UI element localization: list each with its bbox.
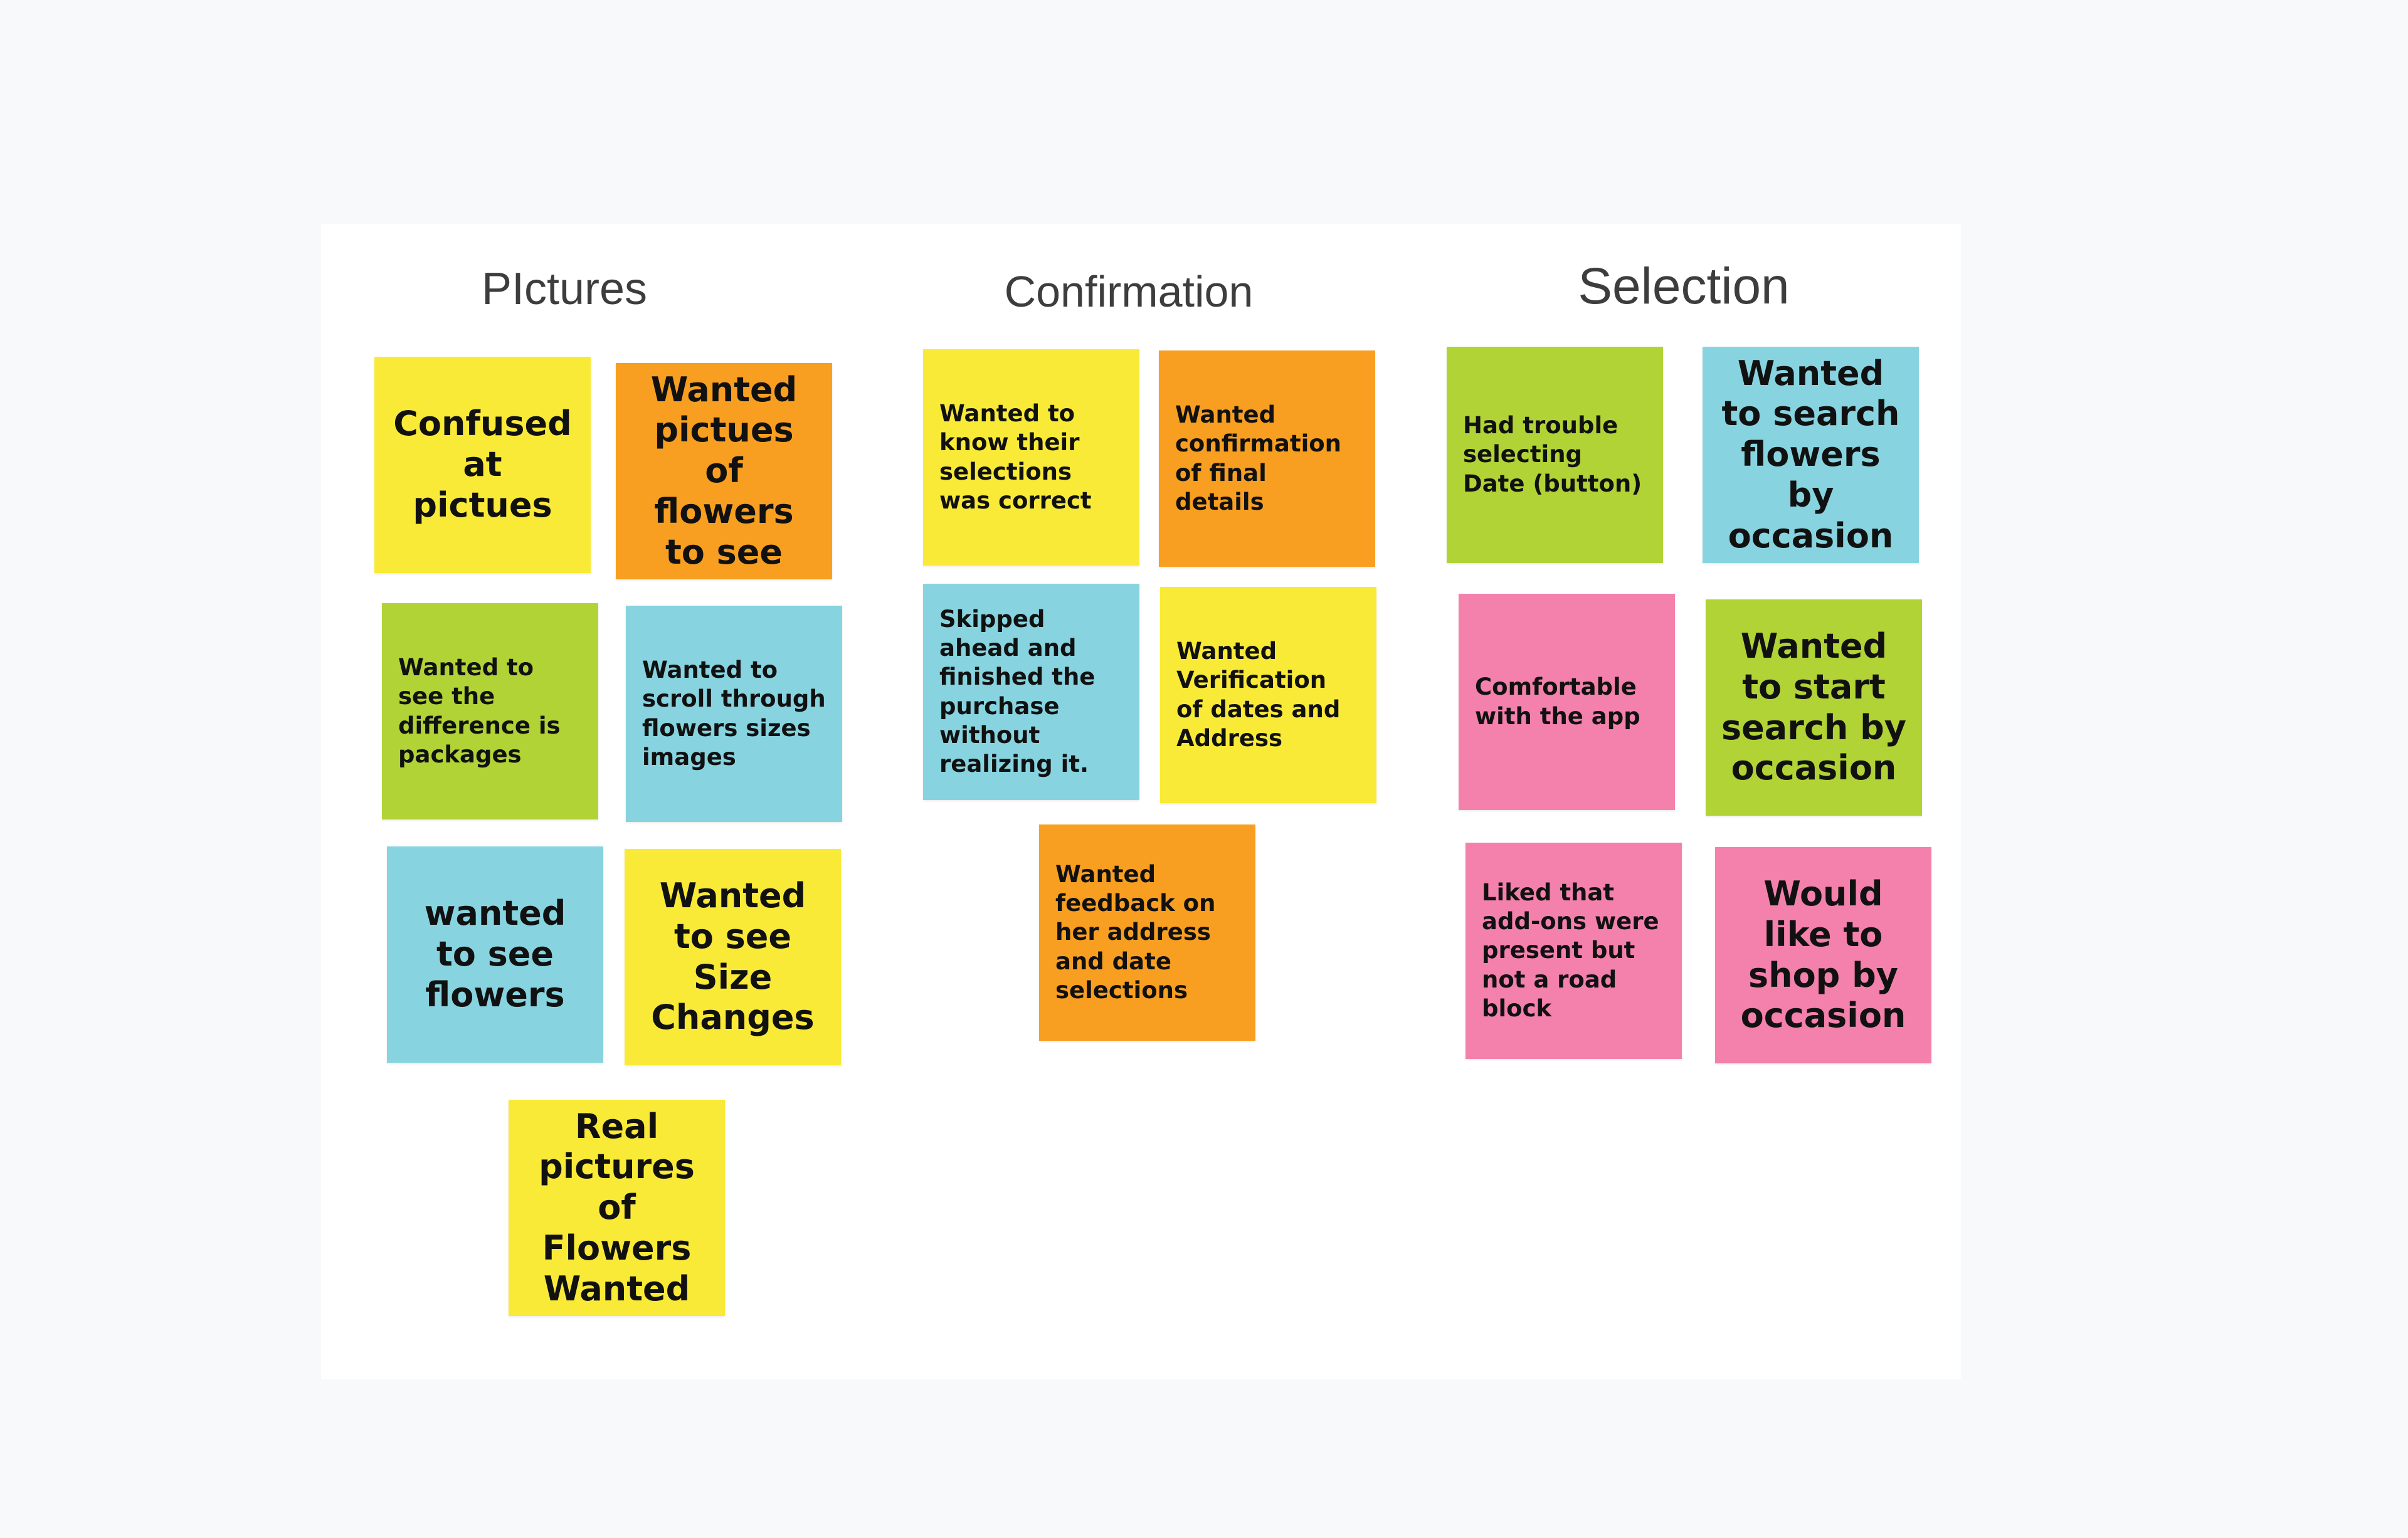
column-heading-pictures: PIctures [481, 264, 648, 314]
sticky-note[interactable]: Skipped ahead and finished the purchase … [923, 584, 1139, 800]
sticky-note-text: Wanted to know their selections was corr… [939, 400, 1092, 514]
sticky-note-text: Would like to shop by occasion [1740, 873, 1906, 1036]
sticky-note-text: Liked that add-ons were present but not … [1482, 878, 1659, 1022]
sticky-note-text: Wanted feedback on her address and date … [1055, 860, 1216, 1004]
sticky-note[interactable]: Wanted Verification of dates and Address [1160, 587, 1376, 803]
column-heading-selection: Selection [1578, 258, 1790, 315]
sticky-note-text: Wanted pictues of flowers to see [650, 369, 798, 572]
sticky-note[interactable]: Wanted feedback on her address and date … [1039, 824, 1255, 1041]
sticky-note[interactable]: Wanted to see Size Changes [625, 849, 841, 1065]
sticky-note-text: Had trouble selecting Date (button) [1463, 412, 1642, 497]
sticky-note[interactable]: Wanted confirmation of final details [1159, 350, 1375, 567]
sticky-note[interactable]: Confused at pictues [374, 357, 591, 573]
sticky-note[interactable]: wanted to see flowers [387, 846, 603, 1063]
sticky-note-text: Skipped ahead and finished the purchase … [939, 605, 1096, 777]
sticky-note[interactable]: Had trouble selecting Date (button) [1447, 347, 1663, 563]
sticky-note-text: Comfortable with the app [1475, 673, 1640, 730]
sticky-note[interactable]: Wanted to start search by occasion [1706, 599, 1922, 816]
sticky-note[interactable]: Wanted to search flowers by occasion [1703, 347, 1919, 563]
sticky-note[interactable]: Would like to shop by occasion [1715, 847, 1931, 1063]
sticky-note[interactable]: Wanted to see the difference is packages [382, 603, 598, 819]
sticky-note-text: Wanted confirmation of final details [1175, 401, 1342, 515]
sticky-note-text: wanted to see flowers [424, 893, 566, 1014]
sticky-note-text: Wanted to see the difference is packages [398, 654, 561, 768]
sticky-note[interactable]: Liked that add-ons were present but not … [1465, 843, 1682, 1059]
sticky-note[interactable]: Wanted pictues of flowers to see [616, 363, 832, 579]
sticky-note-text: Wanted to start search by occasion [1721, 626, 1906, 788]
sticky-note-text: Wanted to see Size Changes [651, 875, 815, 1038]
sticky-note-text: Real pictures of Flowers Wanted [539, 1106, 695, 1309]
sticky-note[interactable]: Wanted to know their selections was corr… [923, 349, 1139, 566]
sticky-note-text: Wanted to scroll through flowers sizes i… [642, 656, 826, 771]
sticky-note[interactable]: Comfortable with the app [1459, 594, 1675, 810]
sticky-note-text: Wanted to search flowers by occasion [1721, 353, 1900, 556]
column-heading-confirmation: Confirmation [1004, 267, 1254, 316]
sticky-note[interactable]: Wanted to scroll through flowers sizes i… [626, 606, 842, 822]
sticky-note-text: Confused at pictues [393, 404, 572, 525]
sticky-note-text: Wanted Verification of dates and Address [1176, 638, 1341, 752]
sticky-note[interactable]: Real pictures of Flowers Wanted [509, 1100, 725, 1316]
